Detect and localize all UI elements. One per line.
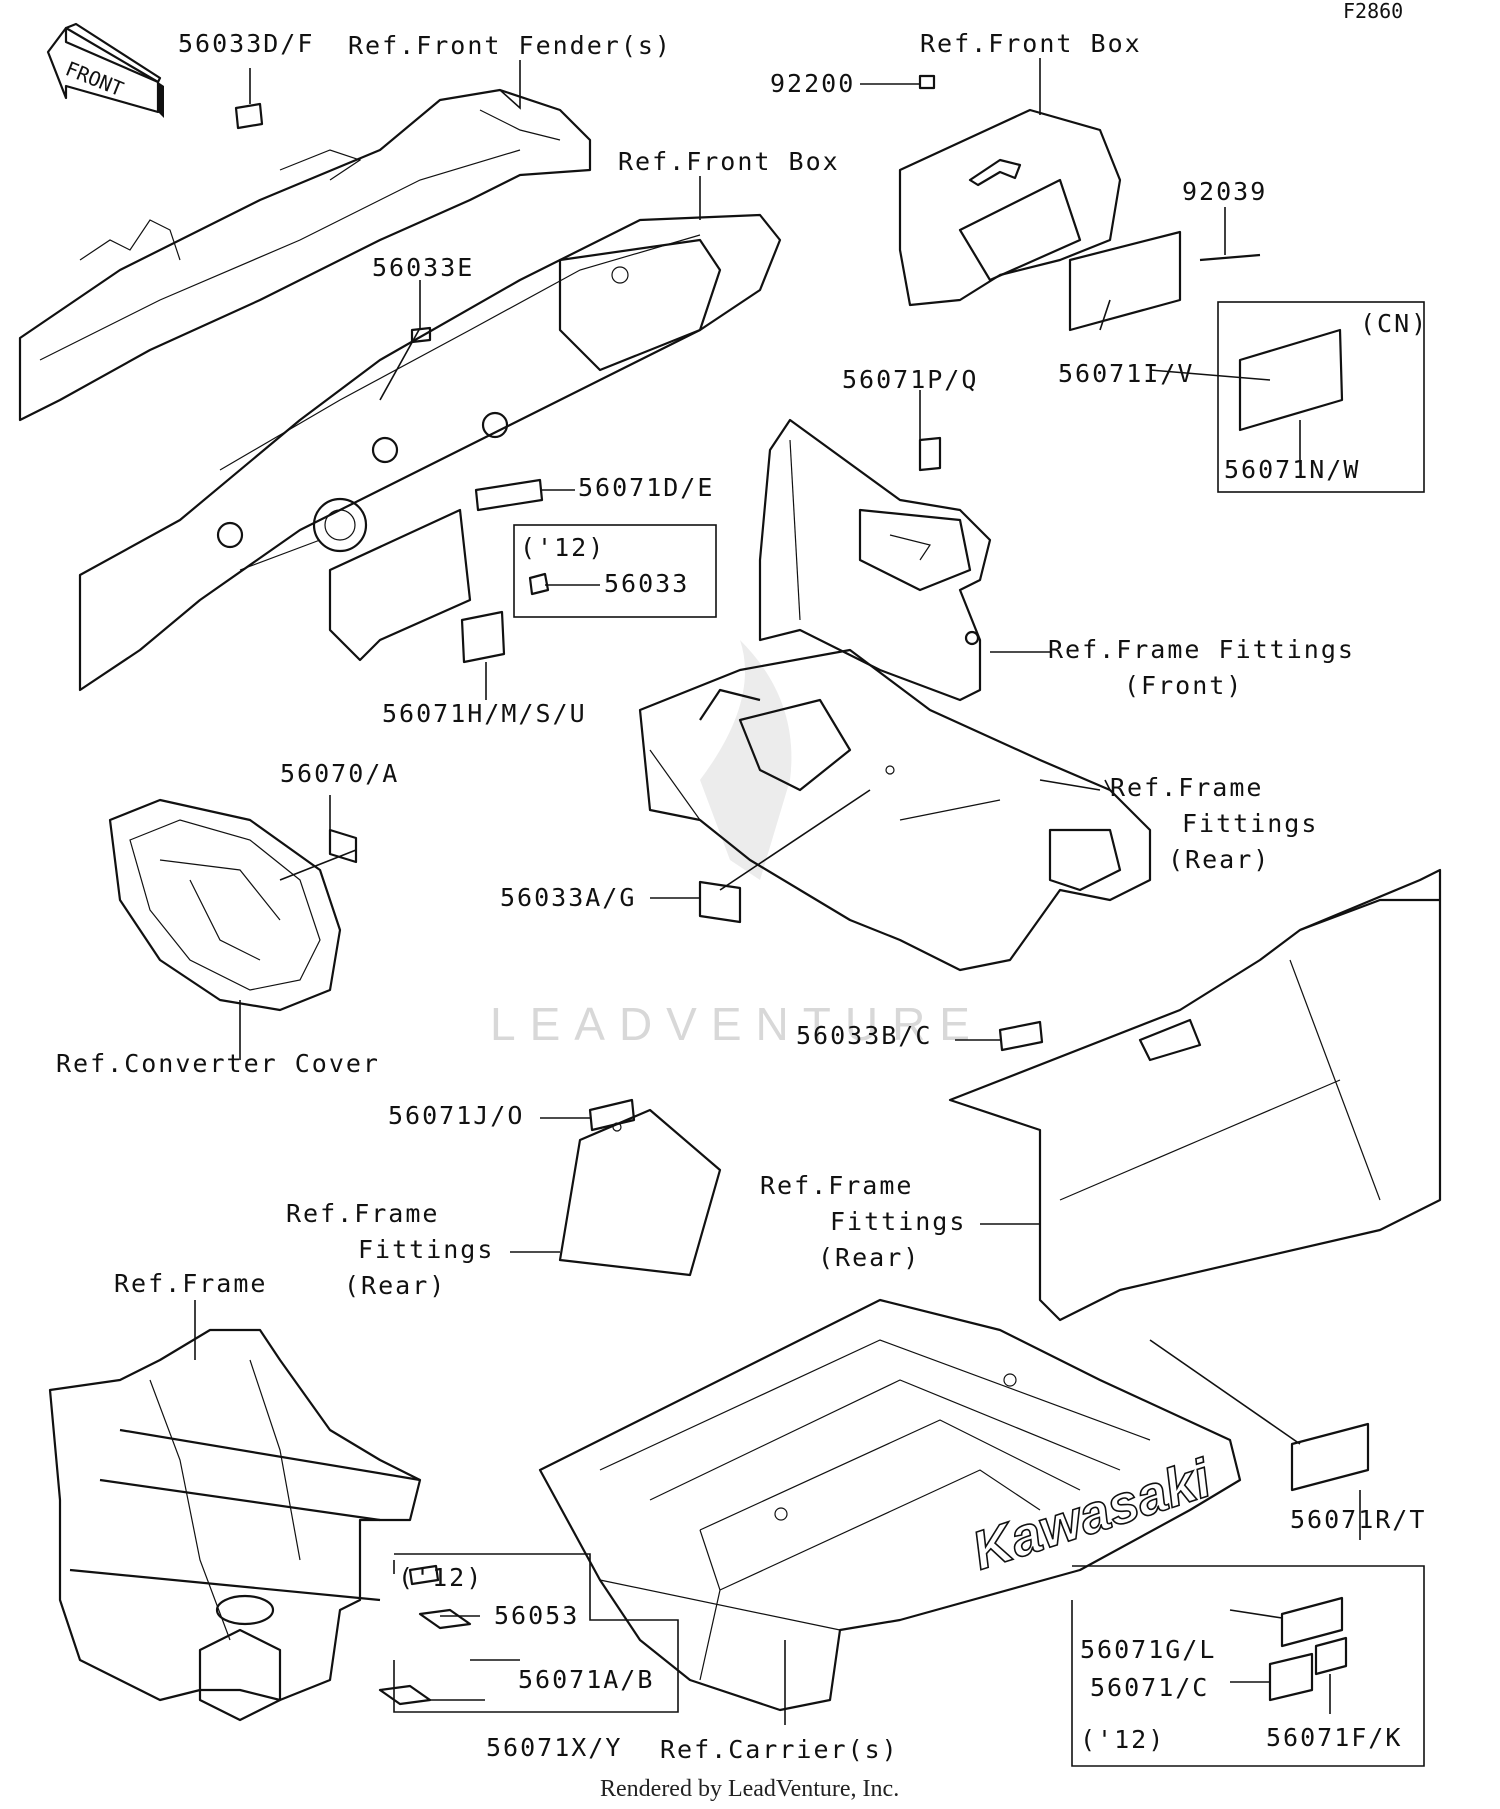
cn-box — [1217, 301, 1425, 493]
footer-credit: Rendered by LeadVenture, Inc. — [600, 1776, 899, 1802]
label-56033: 56033 — [604, 569, 689, 598]
label-56071XY: 56071X/Y — [486, 1733, 622, 1762]
label-ref-frame-fittings-rear-a-2: Fittings — [1182, 809, 1318, 838]
frame-fittings-rear-base-drawing — [948, 868, 1442, 1322]
decal-56071HMSU — [460, 610, 506, 664]
label-ref-frame-fittings-rear-b-1: Ref.Frame — [286, 1199, 439, 1228]
brand-mark: Kawasaki — [965, 1448, 1219, 1581]
decal-56071XY — [378, 1684, 432, 1706]
label-year-12-c: ('12) — [1080, 1725, 1165, 1754]
front-box-lid-drawing — [898, 108, 1122, 307]
label-ref-frame-fittings-rear-b-3: (Rear) — [344, 1271, 446, 1300]
decal-56033AG — [698, 880, 742, 924]
label-56033E: 56033E — [372, 253, 474, 282]
decal-56071NW — [1238, 328, 1344, 432]
label-56071C: 56071/C — [1090, 1673, 1209, 1702]
label-ref-frame-fittings-front-1: Ref.Frame Fittings — [1048, 635, 1355, 664]
label-ref-frame-fittings-rear-c-3: (Rear) — [818, 1243, 920, 1272]
label-ref-frame: Ref.Frame — [114, 1269, 267, 1298]
decal-56033E — [410, 326, 432, 344]
decal-56071GL — [1280, 1596, 1344, 1648]
label-56070A: 56070/A — [280, 759, 399, 788]
frame-fittings-front-drawing — [758, 418, 992, 702]
label-56071JO: 56071J/O — [388, 1101, 524, 1130]
washer-92200 — [918, 74, 936, 90]
decal-56071FK — [1314, 1636, 1348, 1676]
label-56071IV: 56071I/V — [1058, 359, 1194, 388]
label-56071HMSU: 56071H/M/S/U — [382, 699, 587, 728]
label-56071GL: 56071G/L — [1080, 1635, 1216, 1664]
pin-92039 — [1199, 253, 1261, 262]
decal-56071IV — [1068, 230, 1182, 332]
label-92200: 92200 — [770, 69, 855, 98]
label-ref-frame-fittings-front-2: (Front) — [1124, 671, 1243, 700]
label-56071PQ: 56071P/Q — [842, 365, 978, 394]
label-cn: (CN) — [1360, 309, 1428, 338]
label-ref-converter-cover: Ref.Converter Cover — [56, 1049, 380, 1078]
front-box-drawing — [78, 213, 782, 692]
label-56071RT: 56071R/T — [1290, 1505, 1426, 1534]
clip-56033 — [528, 572, 550, 596]
label-ref-front-fender: Ref.Front Fender(s) — [348, 31, 672, 60]
year-12-box-a — [513, 524, 717, 618]
label-56033DF: 56033D/F — [178, 29, 314, 58]
leader-lines — [194, 58, 1361, 1725]
decal-56071PQ — [918, 436, 942, 472]
frame-fittings-rear-plate-drawing — [558, 1108, 722, 1277]
label-ref-frame-fittings-rear-a-1: Ref.Frame — [1110, 773, 1263, 802]
label-56071NW: 56071N/W — [1224, 455, 1360, 484]
decal-56071RT — [1290, 1422, 1370, 1492]
label-56071AB: 56071A/B — [518, 1665, 654, 1694]
label-ref-frame-fittings-rear-a-3: (Rear) — [1168, 845, 1270, 874]
label-ref-front-box-mid: Ref.Front Box — [618, 147, 840, 176]
decal-56071JO — [588, 1098, 636, 1132]
decal-56053 — [408, 1564, 440, 1586]
label-ref-carriers: Ref.Carrier(s) — [660, 1735, 899, 1764]
label-year-12-a: ('12) — [520, 533, 605, 562]
label-56071FK: 56071F/K — [1266, 1723, 1402, 1752]
label-56053: 56053 — [494, 1601, 579, 1630]
decal-56071DE — [474, 478, 544, 512]
label-92039: 92039 — [1182, 177, 1267, 206]
decal-56033BC — [998, 1020, 1044, 1052]
front-fender-drawing — [18, 88, 592, 422]
year-12-box-c — [1071, 1565, 1425, 1767]
figure-code: F2860 — [1343, 0, 1403, 23]
label-ref-frame-fittings-rear-c-1: Ref.Frame — [760, 1171, 913, 1200]
decal-56033DF — [234, 102, 264, 130]
label-ref-front-box-top: Ref.Front Box — [920, 29, 1142, 58]
frame-fittings-rear-console-drawing — [638, 648, 1152, 972]
decal-56071C — [1268, 1652, 1314, 1702]
year-12-box-b — [393, 1553, 679, 1713]
watermark-text: LEADVENTURE — [490, 998, 984, 1050]
bracket-boxes — [393, 301, 1425, 1767]
decal-56070A — [328, 828, 358, 864]
front-direction-arrow: FRONT — [46, 22, 164, 118]
labels: 56033D/F Ref.Front Fender(s) Ref.Front B… — [56, 29, 1428, 1764]
converter-cover-drawing — [108, 798, 342, 1012]
label-56071DE: 56071D/E — [578, 473, 714, 502]
label-year-12-b: ('12) — [398, 1563, 483, 1592]
label-56033BC: 56033B/C — [796, 1021, 932, 1050]
frame-drawing — [48, 1328, 422, 1722]
decal-56071AB — [418, 1608, 472, 1630]
label-56033AG: 56033A/G — [500, 883, 636, 912]
label-ref-frame-fittings-rear-c-2: Fittings — [830, 1207, 966, 1236]
watermark: LEADVENTURE — [490, 640, 984, 1050]
label-ref-frame-fittings-rear-b-2: Fittings — [358, 1235, 494, 1264]
